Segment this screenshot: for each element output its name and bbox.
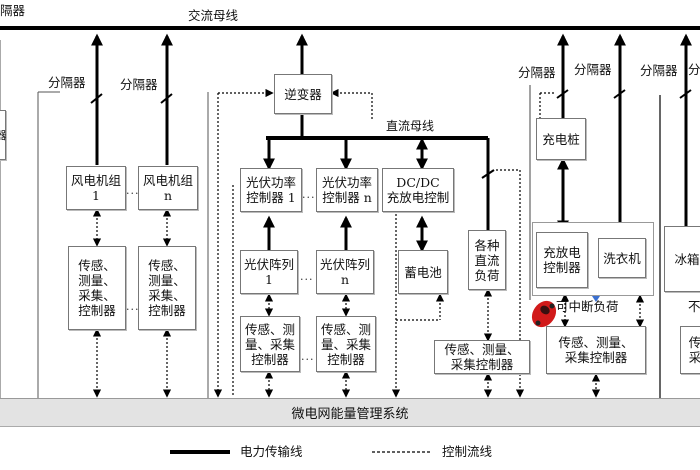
pv-controller-n-label: 光伏功率 控制器 n <box>321 175 372 205</box>
inverter-box: 逆变器 <box>274 74 332 114</box>
pv-array-n-box: 光伏阵列 n <box>316 250 374 294</box>
charge-controller-label: 充放电 控制器 <box>543 245 581 275</box>
fridge-label: 冰箱 <box>674 251 700 267</box>
sensor-pv-1-box: 传感、测 量、采集 控制器 <box>240 316 300 372</box>
ellipsis-pv-array: ... <box>300 270 314 283</box>
washer-label: 洗衣机 <box>603 250 641 266</box>
wind-turbine-1-label: 风电机组 1 <box>70 173 121 203</box>
sensor-dc-label: 传感、测量、 采集控制器 <box>444 342 520 372</box>
dcdc-box: DC/DC 充放电控制 <box>382 168 454 212</box>
pv-controller-1-label: 光伏功率 控制器 1 <box>245 175 296 205</box>
pv-controller-n-box: 光伏功率 控制器 n <box>316 168 378 212</box>
sensor-wind-n-box: 传感、 测量、 采集、 控制器 <box>138 246 196 330</box>
dcdc-label: DC/DC 充放电控制 <box>386 175 450 205</box>
isolator-charging-label: 分隔器 <box>518 65 556 80</box>
wind-turbine-1-box: 风电机组 1 <box>66 166 126 210</box>
dc-bus-label: 直流母线 <box>386 119 435 133</box>
pv-controller-1-box: 光伏功率 控制器 1 <box>240 168 302 212</box>
ems-label: 微电网能量管理系统 <box>291 407 409 422</box>
sensor-wind-1-box: 传感、 测量、 采集、 控制器 <box>68 246 126 330</box>
pv-array-1-box: 光伏阵列 1 <box>240 250 298 294</box>
legend-power-line-label: 电力传输线 <box>240 444 303 459</box>
charging-pile-box: 充电桩 <box>536 118 586 160</box>
legend: 电力传输线 控制流线 <box>0 434 700 470</box>
left-cut-box: 器 <box>0 110 7 160</box>
interruptible-load-label: 可中断负荷 <box>556 299 619 314</box>
sensor-wind-n-label: 传感、 测量、 采集、 控制器 <box>148 258 186 318</box>
sensor-dc-box: 传感、测量、 采集控制器 <box>434 340 530 374</box>
wind-turbine-n-label: 风电机组 n <box>142 173 193 203</box>
energy-management-system-bar: 微电网能量管理系统 <box>0 398 700 427</box>
dc-loads-label: 各种 直流 负荷 <box>474 237 500 283</box>
sensor-wind-1-label: 传感、 测量、 采集、 控制器 <box>78 258 116 318</box>
pv-array-n-label: 光伏阵列 n <box>319 257 370 287</box>
sensor-fridge-box: 传 采 <box>680 326 700 374</box>
inverter-label: 逆变器 <box>284 86 322 102</box>
battery-label: 蓄电池 <box>404 264 442 280</box>
left-isolator-label: 隔器 <box>0 3 26 18</box>
washer-box: 洗衣机 <box>598 238 646 278</box>
isolator-wind1-label: 分隔器 <box>48 75 86 90</box>
legend-control-line-label: 控制流线 <box>442 444 493 459</box>
isolator-wind-n-label: 分隔器 <box>120 77 158 92</box>
isolator-fridge-label: 分隔器 <box>640 63 678 78</box>
ellipsis-pv-sensor: ... <box>301 350 315 363</box>
battery-box: 蓄电池 <box>398 250 448 294</box>
sensor-pv-n-box: 传感、测 量、采集 控制器 <box>316 316 376 372</box>
sensor-pv-1-label: 传感、测 量、采集 控制器 <box>244 321 295 367</box>
isolator-fridge-extra-label: 分 <box>688 62 700 77</box>
wind-turbine-n-box: 风电机组 n <box>138 166 198 210</box>
ac-bus-label: 交流母线 <box>188 8 239 23</box>
ellipsis-wind: ... <box>126 184 140 197</box>
charge-controller-box: 充放电 控制器 <box>536 232 588 288</box>
ellipsis-pv-ctrl: ... <box>302 188 316 201</box>
fridge-box: 冰箱 <box>664 226 700 292</box>
ellipsis-wind-sensor: ... <box>126 300 140 313</box>
left-cut-text: 器 <box>0 128 7 142</box>
sensor-home-label: 传感、测量、 采集控制器 <box>558 335 634 365</box>
isolator-washer-label: 分隔器 <box>574 62 612 77</box>
pv-array-1-label: 光伏阵列 1 <box>243 257 294 287</box>
dc-loads-box: 各种 直流 负荷 <box>468 230 506 290</box>
fridge-side-text: 不 <box>688 299 700 314</box>
charging-pile-label: 充电桩 <box>542 131 580 147</box>
electric-car-icon <box>531 300 557 328</box>
sensor-home-box: 传感、测量、 采集控制器 <box>546 326 646 374</box>
sensor-pv-n-label: 传感、测 量、采集 控制器 <box>320 321 371 367</box>
sensor-fridge-label: 传 采 <box>688 335 700 365</box>
